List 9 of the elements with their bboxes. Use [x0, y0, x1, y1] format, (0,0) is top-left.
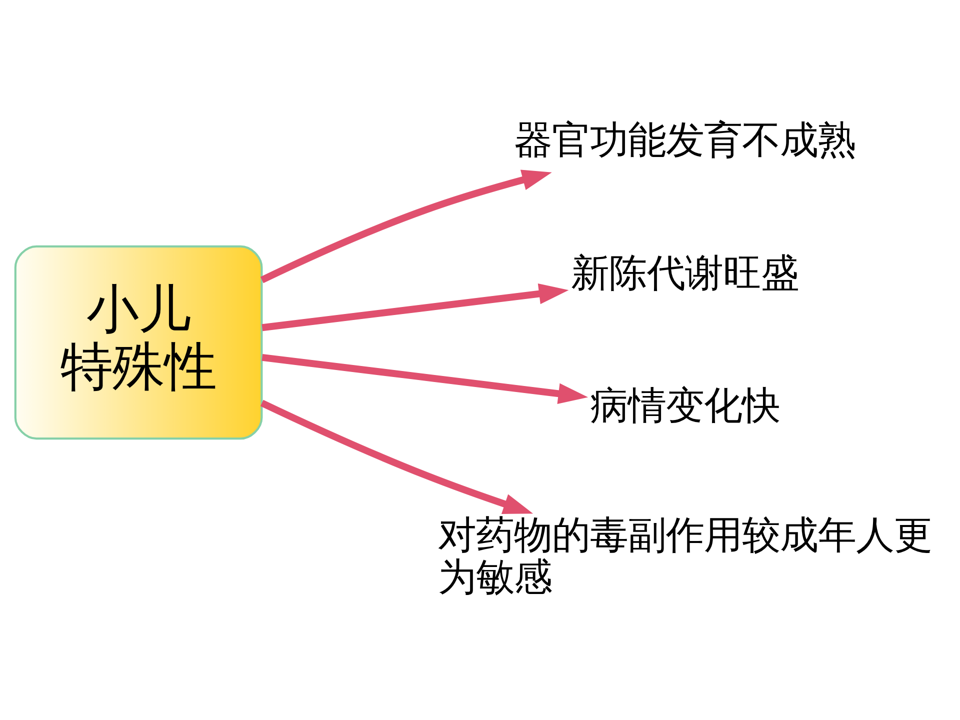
node-text: 对药物的毒副作用较成年人更为敏感 [438, 512, 932, 600]
arrow [260, 400, 534, 514]
node-box: 小儿特殊性 [14, 245, 263, 440]
arrow [262, 283, 569, 332]
node-text: 新陈代谢旺盛 [570, 250, 799, 296]
node-text: 器官功能发育不成熟 [514, 118, 856, 164]
arrow [260, 170, 552, 284]
node-text: 病情变化快 [590, 384, 780, 429]
arrow [262, 354, 588, 404]
